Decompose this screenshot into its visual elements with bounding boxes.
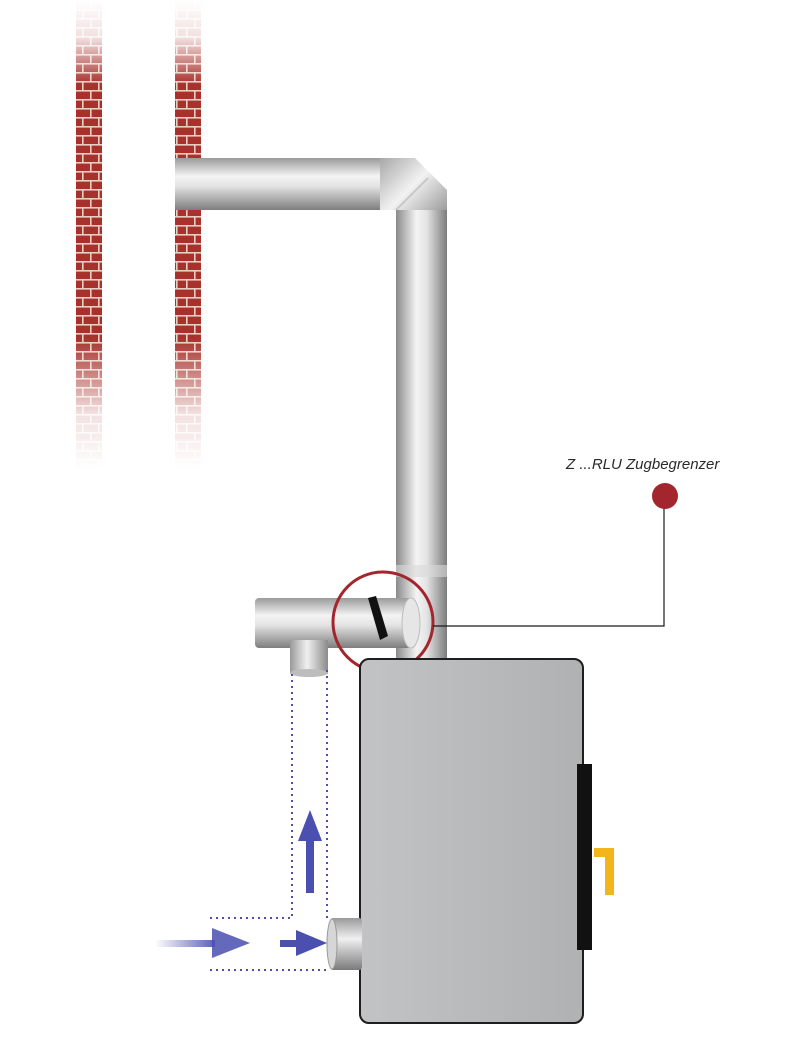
air-inlet-nozzle <box>330 918 362 970</box>
arrow-right-icon <box>212 928 250 958</box>
arrow-right-icon-shaft <box>280 940 298 947</box>
chimney-walls <box>76 0 201 470</box>
air-flow-arrows <box>155 810 327 958</box>
arrow-right-icon-tail-fade <box>155 940 215 947</box>
damper-flap-icon <box>368 596 388 640</box>
annotation-label: Z ...RLU Zugbegrenzer <box>565 456 720 473</box>
annotation-leader-line <box>433 497 665 627</box>
chimney-wall-left <box>76 0 102 470</box>
air-inlet-nozzle-face <box>326 918 338 970</box>
arrow-up-icon <box>298 810 322 841</box>
flue-pipe-vertical <box>396 210 447 660</box>
tee-stub <box>290 640 328 674</box>
flue-pipe-horizontal <box>175 158 415 210</box>
tee-branch-cap <box>401 597 421 649</box>
tee-stub-opening <box>290 669 328 677</box>
arrow-up-icon-shaft <box>306 838 314 893</box>
door-handle-icon[interactable] <box>594 848 614 895</box>
flue-pipe-collar <box>396 565 447 577</box>
arrow-right-icon <box>296 930 327 956</box>
boiler-door[interactable] <box>577 764 592 950</box>
chimney-wall-right <box>175 0 201 470</box>
boiler-body <box>359 658 584 1024</box>
circle-marker-icon[interactable] <box>652 483 678 509</box>
air-flow-paths <box>210 670 330 971</box>
air-path-outer <box>210 670 293 919</box>
elbow-seam <box>395 177 429 211</box>
